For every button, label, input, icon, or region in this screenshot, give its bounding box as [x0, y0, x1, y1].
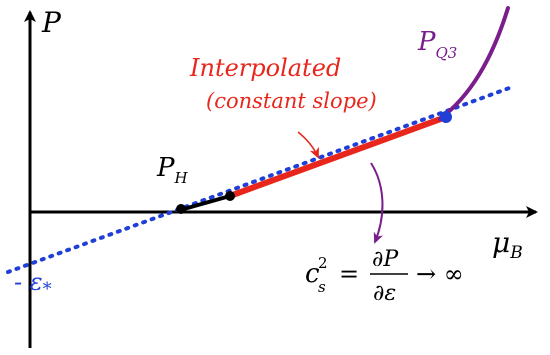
- constant-slope-label: (constant slope): [206, 89, 377, 113]
- interpolated-arrow: [297, 131, 319, 159]
- dotted-slope-line: [6, 85, 514, 274]
- interpolated-label: Interpolated: [189, 54, 341, 82]
- hadron-end-point: [225, 191, 235, 201]
- svg-text:s: s: [318, 278, 326, 296]
- quark-match-point: [440, 111, 452, 123]
- svg-text:∂ε: ∂ε: [373, 281, 396, 306]
- svg-text:=: =: [339, 260, 359, 288]
- hadron-curve: [179, 194, 231, 212]
- hadron-start-point: [176, 204, 186, 214]
- hadron-pressure-label: PH: [156, 153, 189, 187]
- quark-pressure-label: PQ3: [417, 27, 457, 62]
- svg-text:∂P: ∂P: [372, 247, 399, 272]
- x-axis-label: μB: [492, 226, 523, 263]
- quark-curve: [438, 6, 510, 121]
- interpolated-segment: [227, 114, 449, 199]
- svg-text:c: c: [305, 259, 320, 289]
- epsilon-star-label: - ε*: [14, 268, 52, 300]
- cs2-arrow: [370, 162, 384, 244]
- svg-text:→ ∞: → ∞: [416, 260, 464, 288]
- sound-speed-formula: c s 2 = ∂P ∂ε → ∞: [305, 247, 464, 306]
- svg-text:2: 2: [318, 254, 328, 272]
- y-axis-label: P: [41, 6, 62, 39]
